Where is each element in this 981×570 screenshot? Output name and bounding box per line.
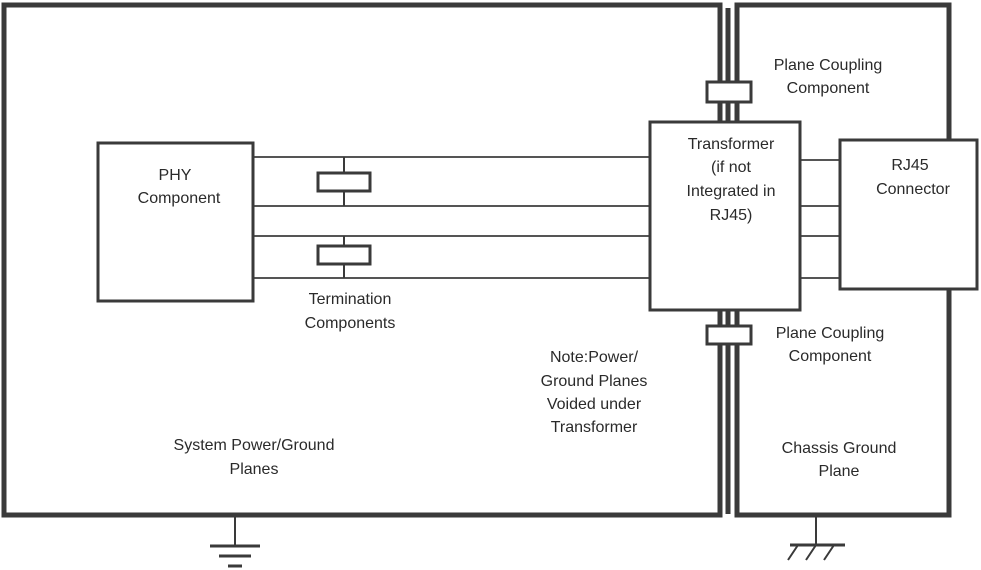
plane-coupling-bottom-label-line2: Component: [789, 348, 872, 365]
note-label-line1: Note:Power/: [550, 349, 639, 366]
phy-label-line2: Component: [138, 190, 221, 207]
termination-resistor-bottom: [316, 244, 372, 266]
plane-coupling-top-label-line2: Component: [787, 80, 870, 97]
termination-resistor-top: [316, 171, 372, 193]
termination-components: [316, 157, 372, 278]
transformer-box: [648, 120, 802, 312]
note-label-line2: Ground Planes: [541, 373, 648, 390]
note-label-line4: Transformer: [551, 419, 638, 436]
plane-coupling-component-top: [705, 80, 753, 104]
rj45-label-line1: RJ45: [891, 157, 928, 174]
system-plane-label-line2: Planes: [230, 461, 279, 478]
rj45-label-line2: Connector: [876, 181, 950, 198]
transformer-to-rj45-traces: [800, 159, 840, 279]
transformer-label-line4: RJ45): [710, 207, 753, 224]
phy-to-transformer-traces: [253, 156, 650, 279]
termination-label-line1: Termination: [309, 291, 392, 308]
note-label-line3: Voided under: [547, 396, 642, 413]
chassis-ground-icon: [787, 516, 845, 561]
chassis-plane-label-line2: Plane: [819, 463, 860, 480]
transformer-label-line3: Integrated in: [687, 183, 776, 200]
system-ground-icon: [210, 516, 260, 568]
chassis-plane-label-line1: Chassis Ground: [782, 440, 897, 457]
transformer-label-line1: Transformer: [688, 136, 775, 153]
system-plane-label-line1: System Power/Ground: [174, 437, 335, 454]
phy-label-line1: PHY: [159, 167, 192, 184]
plane-coupling-bottom-label-line1: Plane Coupling: [776, 325, 885, 342]
plane-coupling-component-bottom: [705, 324, 753, 346]
termination-label-line2: Components: [305, 315, 396, 332]
plane-coupling-top-label-line1: Plane Coupling: [774, 57, 883, 74]
phy-component-box: [96, 141, 255, 303]
rj45-connector-box: [838, 138, 979, 291]
transformer-label-line2: (if not: [711, 159, 752, 176]
